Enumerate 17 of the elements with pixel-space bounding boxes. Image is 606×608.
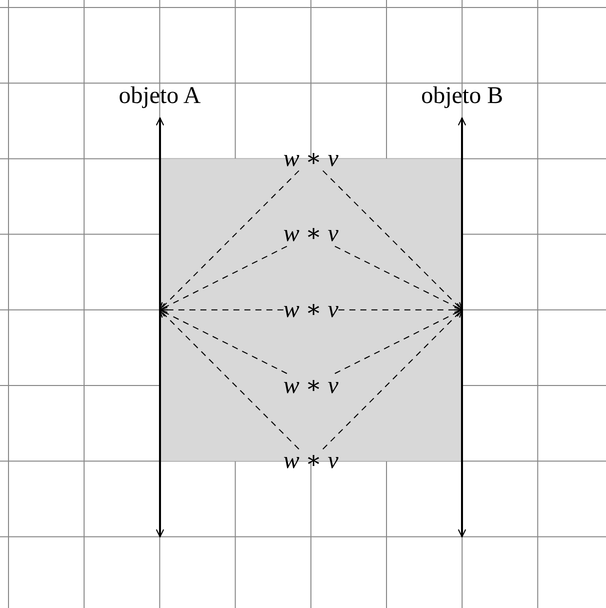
object-label: objeto B	[420, 82, 504, 110]
dashed-arrow	[338, 306, 463, 314]
dashed-arrow	[334, 246, 463, 310]
convolution-label: w ∗ v	[283, 146, 338, 171]
dashed-arrow	[159, 309, 288, 374]
convolution-label: w ∗ v	[283, 374, 338, 398]
convolution-label: w ∗ v	[283, 222, 338, 246]
dashed-arrow	[159, 309, 300, 450]
dashed-arrow	[159, 306, 284, 314]
dashed-arrow	[159, 246, 288, 310]
dashed-arrow	[334, 309, 463, 374]
object-label: objeto A	[118, 82, 202, 110]
convolution-label: w ∗ v	[283, 298, 338, 322]
convolution-label: w ∗ v	[283, 449, 338, 474]
dashed-arrow	[322, 309, 463, 450]
dashed-arrow	[159, 170, 300, 310]
dashed-arrow	[322, 170, 463, 310]
